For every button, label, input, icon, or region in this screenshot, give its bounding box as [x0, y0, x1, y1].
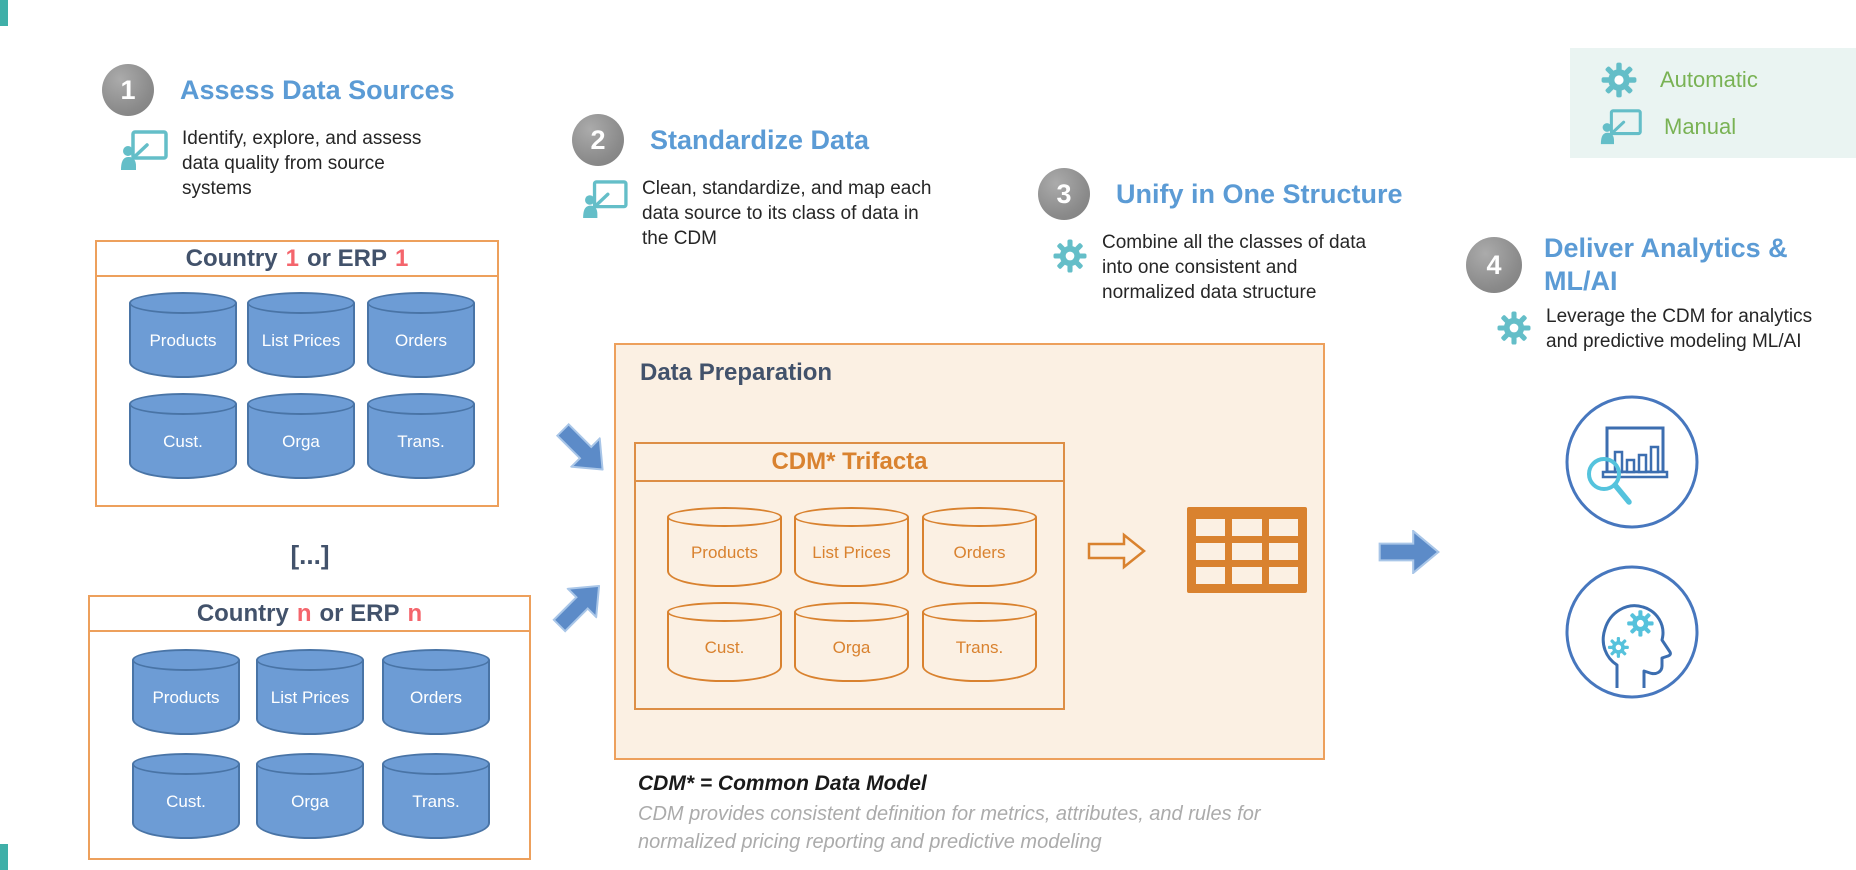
cdm-trifacta-box: CDM* Trifacta Products List Prices Order…	[634, 442, 1065, 710]
source-box-country-1: Country 1 or ERP 1 Products List Prices …	[95, 240, 499, 507]
step-1-number-badge: 1	[102, 64, 154, 116]
step-4-description: Leverage the CDM for analytics and predi…	[1546, 306, 1813, 352]
legend-automatic-label: Automatic	[1660, 67, 1758, 92]
footnote-line-2: normalized pricing reporting and predict…	[638, 831, 1102, 853]
step-1-description: Identify, explore, and assess data quali…	[182, 128, 422, 199]
source-box-country-1-title: Country 1 or ERP 1	[97, 242, 497, 277]
data-preparation-panel: Data Preparation CDM* Trifacta Products …	[614, 343, 1325, 760]
db-cylinder-transactions: Trans.	[367, 393, 475, 479]
step-2-title: Standardize Data	[650, 124, 870, 155]
legend: Automatic Manual	[1570, 48, 1856, 158]
step-1-title: Assess Data Sources	[180, 74, 455, 105]
cdm-cylinder-list-prices: List Prices	[794, 507, 909, 587]
slide-edge-accent-top	[0, 0, 8, 26]
legend-manual-label: Manual	[1664, 114, 1737, 139]
cdm-cylinder-transactions: Trans.	[922, 602, 1037, 682]
source-box-country-n-title: Country n or ERP n	[90, 597, 529, 632]
db-cylinder-customers: Cust.	[132, 753, 240, 839]
db-cylinder-list-prices: List Prices	[247, 292, 355, 378]
cdm-cylinder-products: Products	[667, 507, 782, 587]
unified-table-icon	[1187, 507, 1307, 593]
arrow-cdm-to-table	[1087, 531, 1147, 576]
footnote-title: CDM* = Common Data Model	[638, 772, 927, 795]
source-box-country-n: Country n or ERP n Products List Prices …	[88, 595, 531, 860]
cdm-trifacta-title: CDM* Trifacta	[636, 444, 1063, 482]
footnote-line-1: CDM provides consistent definition for m…	[638, 803, 1261, 825]
step-4-deliver-analytics-ml-ai: 4 Deliver Analytics & ML/AI Leverage the…	[1466, 232, 1856, 354]
cdm-cylinder-customers: Cust.	[667, 602, 782, 682]
automatic-gear-icon	[1497, 311, 1531, 345]
more-sources-ellipsis: [...]	[290, 540, 330, 570]
db-cylinder-orga: Orga	[247, 393, 355, 479]
step-2-description: Clean, standardize, and map each data so…	[642, 178, 932, 249]
legend-automatic-row: Automatic	[1600, 61, 1856, 99]
cdm-cylinder-orga: Orga	[794, 602, 909, 682]
automatic-gear-icon	[1053, 239, 1087, 273]
ml-ai-head-gears-icon	[1562, 562, 1702, 702]
db-cylinder-orga: Orga	[256, 753, 364, 839]
arrow-country1-to-dataprep	[544, 414, 618, 488]
db-cylinder-products: Products	[129, 292, 237, 378]
db-cylinder-customers: Cust.	[129, 393, 237, 479]
slide-edge-accent-bottom	[0, 844, 8, 870]
step-2-number-badge: 2	[572, 114, 624, 166]
step-4-number-badge: 4	[1466, 237, 1522, 293]
step-2-standardize-data: 2 Standardize Data Clean, standardize, a…	[572, 114, 1012, 251]
db-cylinder-products: Products	[132, 649, 240, 735]
step-3-unify-in-one-structure: 3 Unify in One Structure Combine all the…	[1038, 168, 1458, 305]
step-3-title: Unify in One Structure	[1116, 178, 1403, 209]
step-3-description: Combine all the classes of data into one…	[1102, 232, 1367, 303]
step-3-number-badge: 3	[1038, 168, 1090, 220]
manual-person-whiteboard-icon	[582, 180, 628, 219]
db-cylinder-orders: Orders	[367, 292, 475, 378]
db-cylinder-list-prices: List Prices	[256, 649, 364, 735]
step-1-assess-data-sources: 1 Assess Data Sources Identify, explore,…	[102, 64, 532, 201]
arrow-country-n-to-dataprep	[544, 570, 618, 644]
step-4-title: Deliver Analytics & ML/AI	[1544, 233, 1788, 296]
db-cylinder-orders: Orders	[382, 649, 490, 735]
data-preparation-title: Data Preparation	[640, 359, 833, 386]
db-cylinder-transactions: Trans.	[382, 753, 490, 839]
arrow-dataprep-to-analytics	[1378, 529, 1440, 579]
cdm-cylinder-orders: Orders	[922, 507, 1037, 587]
legend-manual-row: Manual	[1600, 109, 1856, 145]
manual-person-whiteboard-icon	[120, 130, 168, 171]
analytics-bar-chart-magnifier-icon	[1562, 392, 1702, 532]
automatic-gear-icon	[1601, 62, 1637, 98]
manual-person-whiteboard-icon	[1600, 109, 1642, 145]
